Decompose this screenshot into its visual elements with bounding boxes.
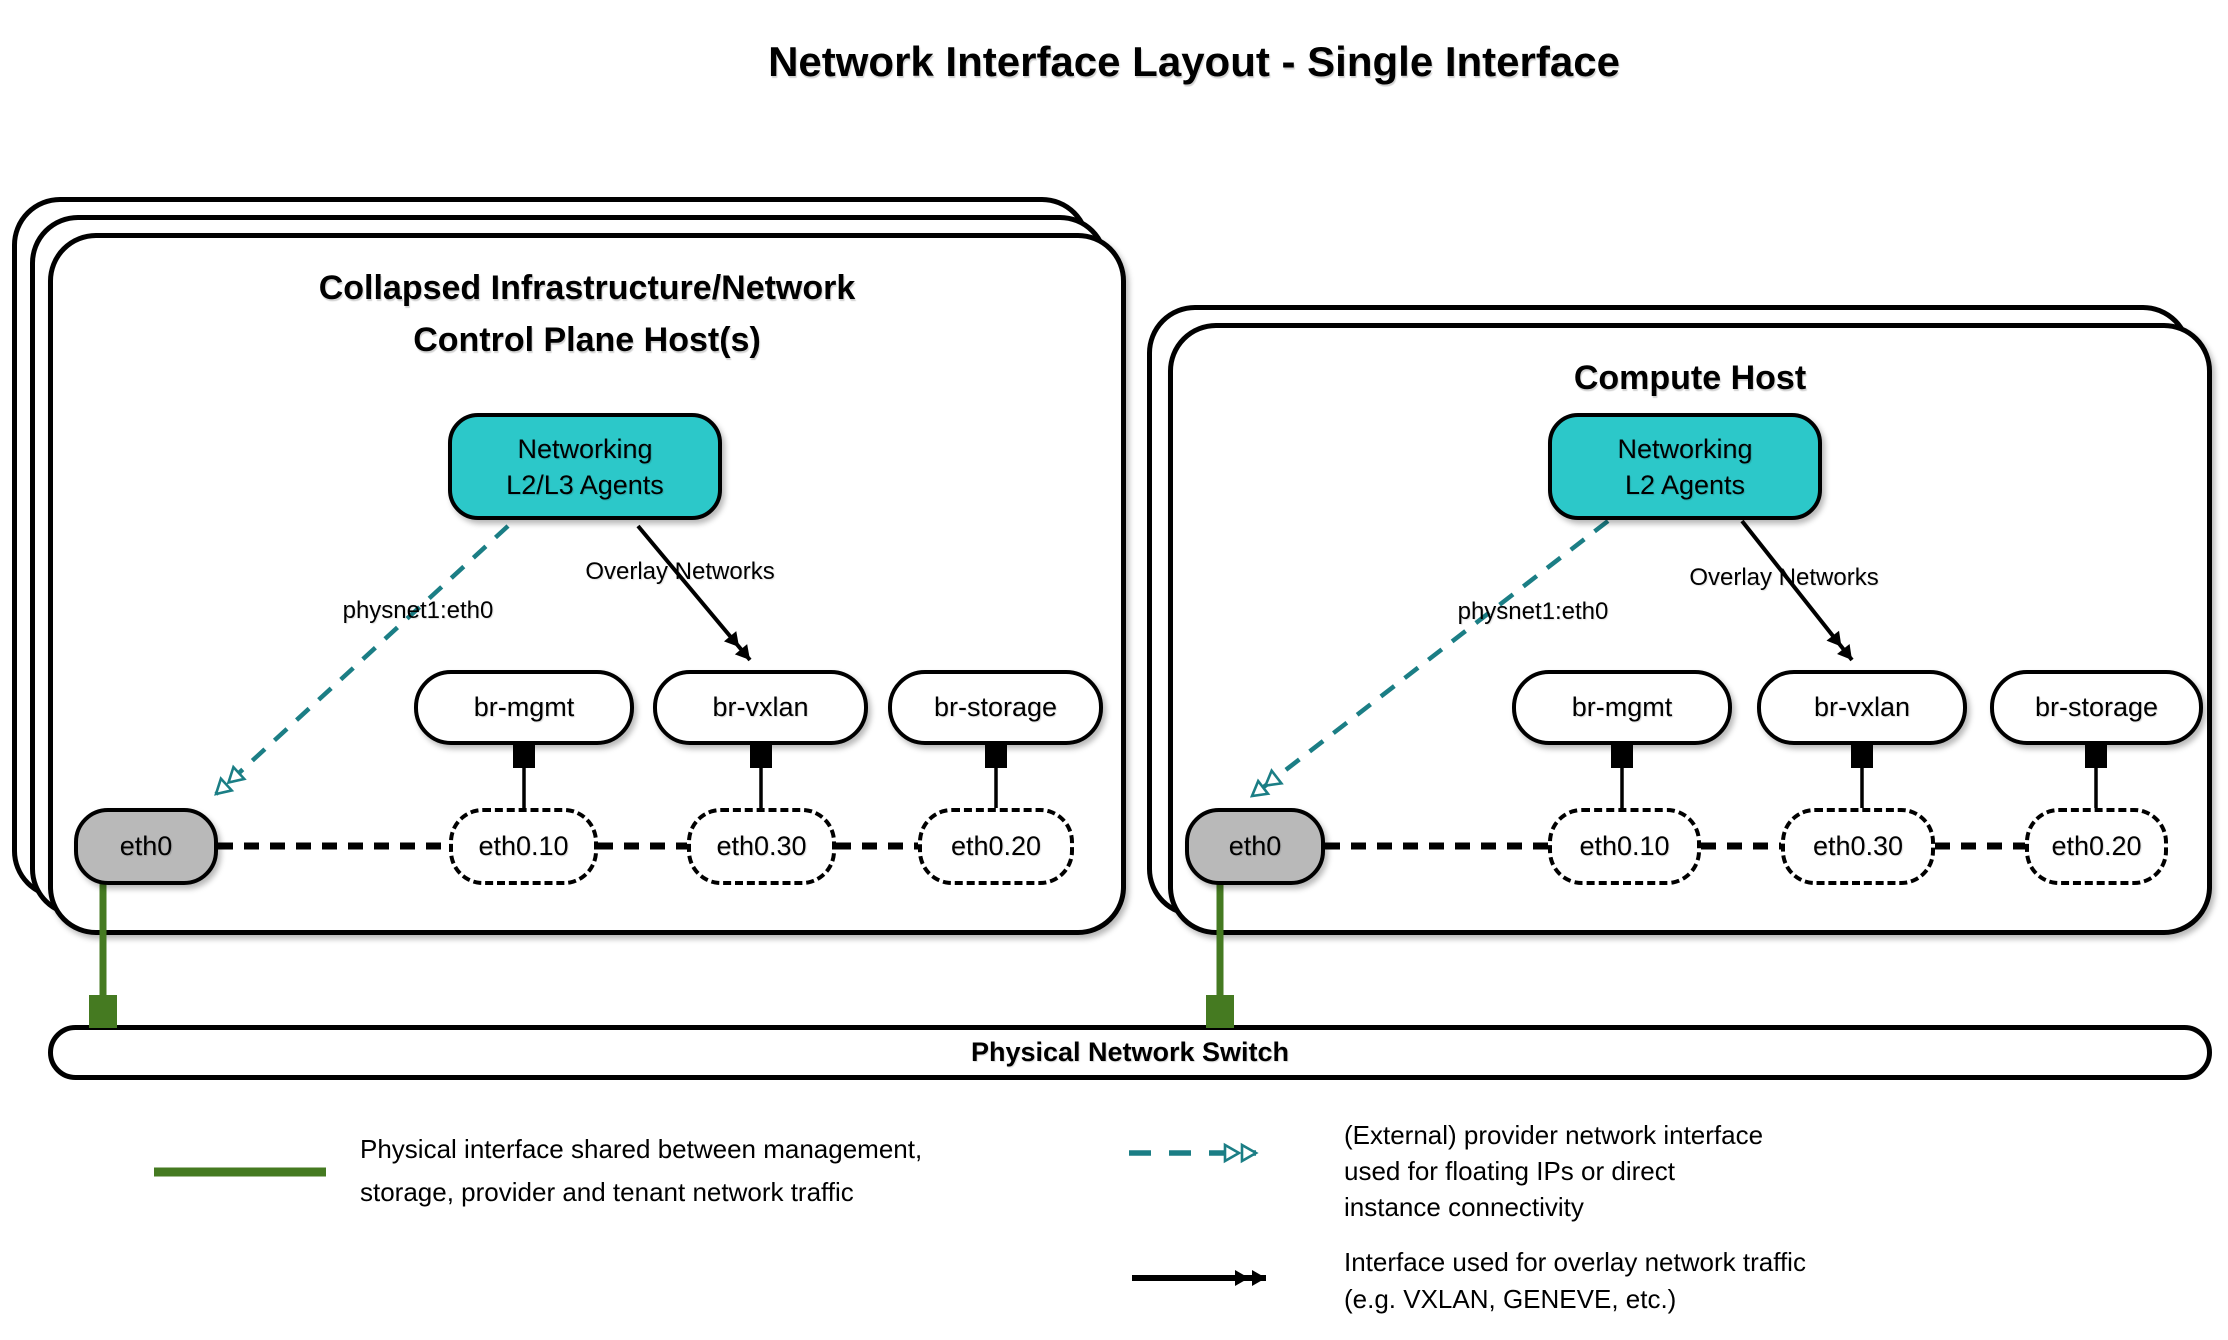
legend-provider-line3: instance connectivity [1344, 1192, 1584, 1222]
eth0-10-right: eth0.10 [1548, 808, 1701, 885]
compute-host-title-line1: Compute Host [1573, 359, 1807, 397]
eth0-10-left: eth0.10 [449, 808, 598, 885]
legend-overlay-line1: Interface used for overlay network traff… [1344, 1247, 1806, 1277]
eth0-20-right: eth0.20 [2025, 808, 2168, 885]
eth0-20-left: eth0.20 [918, 808, 1074, 885]
legend-overlay-text: Interface used for overlay network traff… [1344, 1244, 1806, 1318]
overlay-arrow-label-right: Overlay Networks [1689, 564, 1879, 591]
bridge-br-storage-right: br-storage [1990, 670, 2203, 745]
bridge-br-storage-left: br-storage [888, 670, 1103, 745]
agent-label-line1: Networking [1617, 433, 1753, 464]
eth0-left: eth0 [74, 808, 218, 885]
overlay-arrow-label-left: Overlay Networks [585, 558, 775, 585]
legend-provider-line1: (External) provider network interface [1344, 1120, 1764, 1150]
agent-box-compute: Networking L2 Agents [1548, 413, 1822, 520]
bridge-br-mgmt-right: br-mgmt [1512, 670, 1732, 745]
compute-host-title: Compute Host [1168, 352, 2212, 404]
control-host-title-line2: Control Plane Host(s) [413, 321, 761, 359]
legend-physical-text: Physical interface shared between manage… [360, 1128, 922, 1214]
agent-label-line1: Networking [517, 433, 653, 464]
provider-arrow-right [1249, 519, 1610, 798]
switch-label: Physical Network Switch [970, 1037, 1290, 1067]
provider-arrow-left [214, 524, 510, 796]
bridge-br-vxlan-right: br-vxlan [1757, 670, 1967, 745]
agent-label-line2: L2 Agents [1624, 469, 1746, 500]
agent-box-control: Networking L2/L3 Agents [448, 413, 722, 520]
legend-physical-line2: storage, provider and tenant network tra… [360, 1177, 854, 1207]
eth0-30-right: eth0.30 [1781, 808, 1935, 885]
control-host-title: Collapsed Infrastructure/Network Control… [48, 262, 1126, 366]
physical-links [89, 883, 1234, 1028]
overlay-arrow-left [636, 524, 752, 662]
provider-arrow-label-right: physnet1:eth0 [1457, 598, 1609, 625]
legend-overlay-line2: (e.g. VXLAN, GENEVE, etc.) [1344, 1284, 1677, 1314]
bridge-br-mgmt-left: br-mgmt [414, 670, 634, 745]
physical-network-switch: Physical Network Switch [48, 1025, 2212, 1080]
bridge-br-vxlan-left: br-vxlan [653, 670, 868, 745]
provider-arrow-label-left: physnet1:eth0 [342, 597, 494, 624]
bridge-port-connectors [513, 742, 2107, 810]
page-title: Network Interface Layout - Single Interf… [768, 38, 1620, 85]
agent-label-line2: L2/L3 Agents [506, 469, 664, 500]
eth0-30-left: eth0.30 [687, 808, 836, 885]
eth0-right: eth0 [1185, 808, 1325, 885]
legend-physical-line1: Physical interface shared between manage… [360, 1134, 923, 1164]
overlay-arrow-right [1740, 519, 1854, 662]
control-host-title-line1: Collapsed Infrastructure/Network [318, 269, 856, 307]
legend-provider-line2: used for floating IPs or direct [1344, 1156, 1675, 1186]
legend-provider-text: (External) provider network interface us… [1344, 1117, 1763, 1225]
